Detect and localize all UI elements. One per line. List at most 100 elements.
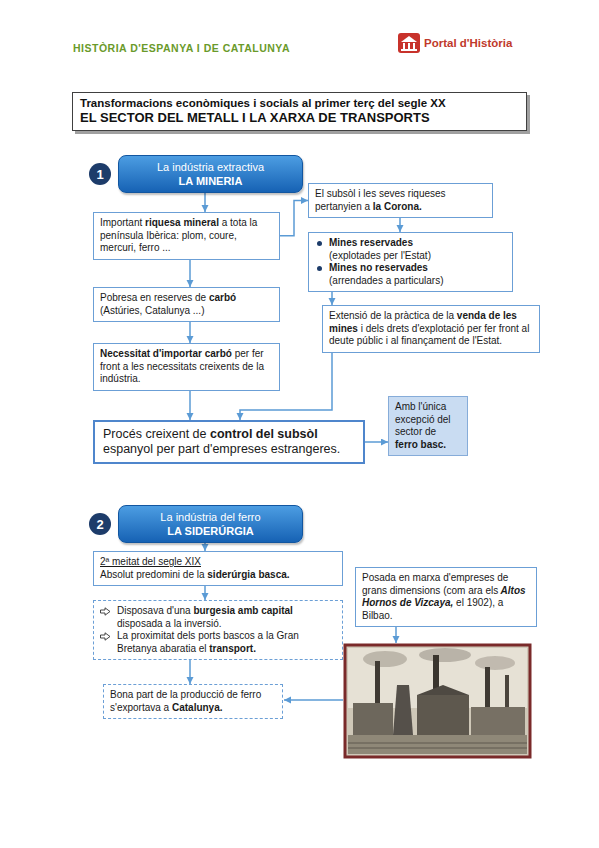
text-run: La indústria del ferro <box>160 511 260 523</box>
photo-smoke <box>363 651 407 667</box>
connector-arrow <box>204 586 206 600</box>
text-run: Disposava d'una <box>117 605 191 616</box>
arrow-bullet <box>100 607 111 616</box>
bold-run: burgesia amb capital <box>191 605 293 616</box>
photo-frame <box>345 645 530 757</box>
node-text: Mines no reservades (arrendades a partic… <box>329 262 444 287</box>
text-run: 2ª meitat del segle XIX <box>100 556 201 567</box>
text-run: HISTÒRIA D'ESPANYA I DE CATALUNYA <box>73 42 290 54</box>
logo-roof <box>401 36 417 42</box>
connector-arrow <box>204 543 206 551</box>
photo-roof <box>417 685 469 695</box>
node-text: Pobresa en reserves de carbó (Astúries, … <box>100 292 273 317</box>
connector-arrow <box>189 660 191 684</box>
process-box: El subsòl i les seves riqueses pertanyie… <box>308 183 493 218</box>
process-box: Pobresa en reserves de carbó (Astúries, … <box>93 287 280 322</box>
process-box: 2ª meitat del segle XIX Absolut predomini… <box>93 551 343 586</box>
bullet-dot <box>317 266 322 271</box>
text-run: Extensió de la pràctica de la <box>329 310 454 321</box>
text-run: 1 <box>96 167 103 182</box>
bullet-row: Disposava d'una burgesia amb capital dis… <box>100 605 336 630</box>
connector-arrow <box>331 292 333 305</box>
node-text: El subsòl i les seves riqueses pertanyie… <box>315 188 486 213</box>
text-run: Procés creixent de <box>103 427 207 441</box>
text-run: Absolut predomini de la <box>100 569 205 580</box>
text-run: (Astúries, Catalunya ...) <box>100 305 204 316</box>
text-run: EL SECTOR DEL METALL I LA XARXA DE TRANS… <box>80 110 430 125</box>
logo-column <box>403 43 405 49</box>
connector-arrow <box>189 322 191 343</box>
callout-number: 1 <box>89 163 111 185</box>
node-text: Bona part de la producció de ferro s'exp… <box>110 689 276 714</box>
bold-run: carbó <box>206 292 236 303</box>
bold-run: Catalunya. <box>169 702 222 713</box>
node-text: 2ª meitat del segle XIX <box>100 556 336 569</box>
node-text: La indústria extractiva <box>119 160 302 174</box>
bullet-box: Disposava d'una burgesia amb capital dis… <box>93 600 343 660</box>
process-box: Extensió de la pràctica de la venda de l… <box>322 305 540 353</box>
node-text: 2 <box>96 517 103 532</box>
label-text: HISTÒRIA D'ESPANYA I DE CATALUNYA <box>73 42 290 54</box>
result-box: Procés creixent de control del subsòl es… <box>93 420 365 464</box>
text-run: disposada a la inversió. <box>117 618 222 629</box>
bullet-row: Mines reservades (explotades per l'Estat… <box>315 237 506 262</box>
text-run: espanyol per part d'empreses estrangeres… <box>103 442 340 456</box>
bold-run: la Corona. <box>370 201 422 212</box>
connector-arrow <box>204 193 206 212</box>
photo-rail <box>348 743 527 744</box>
photo-smoke <box>475 656 515 670</box>
node-text: LA MINERIA <box>119 174 302 188</box>
connector-arrow <box>280 201 308 236</box>
process-box: Posada en marxa d'empreses de grans dime… <box>355 567 537 627</box>
logo-icon <box>398 33 420 53</box>
photo-rail <box>348 748 527 749</box>
node-text: Procés creixent de control del subsòl es… <box>103 427 355 457</box>
connector-arrow <box>189 260 191 288</box>
title-box: Transformacions econòmiques i socials al… <box>72 92 527 131</box>
logo-label: Portal d'Història <box>424 37 512 49</box>
text-run: Transformacions econòmiques i socials al… <box>80 97 446 109</box>
bold-run: siderúrgia basca. <box>205 569 290 580</box>
bold-run: riquesa mineral <box>142 217 219 228</box>
text-run: Amb l'única excepció del sector de <box>395 401 451 437</box>
photo-building <box>353 703 393 737</box>
node-text: Disposava d'una burgesia amb capital dis… <box>117 605 336 630</box>
photo-chimney <box>505 675 509 710</box>
photo-building <box>417 695 469 737</box>
bold-run: LA MINERIA <box>179 175 243 187</box>
bold-run: ferro basc. <box>395 439 446 450</box>
text-run: i dels drets d'explotació per fer front … <box>329 323 529 347</box>
node-text: LA SIDERÚRGIA <box>119 524 302 538</box>
callout-number: 2 <box>89 513 111 535</box>
logo-ground <box>398 33 420 53</box>
node-text: Mines reservades (explotades per l'Estat… <box>329 237 431 262</box>
connector-arrow <box>189 391 191 421</box>
photo-building <box>471 707 525 737</box>
bold-run: transport. <box>207 643 256 654</box>
arrow-bullet-shape <box>101 608 111 615</box>
text-run: La indústria extractiva <box>157 161 264 173</box>
bold-run: Mines no reservades <box>329 262 428 273</box>
factory-photo <box>345 645 530 757</box>
bold-run: Necessitat d'importar carbó <box>100 348 232 359</box>
logo-base <box>401 49 417 51</box>
logo-column <box>413 43 415 49</box>
header-label: HISTÒRIA D'ESPANYA I DE CATALUNYA <box>73 42 290 54</box>
bold-run: control del subsòl <box>207 427 318 441</box>
node-text: Transformacions econòmiques i socials al… <box>80 96 519 110</box>
node-text: Amb l'única excepció del sector de ferro… <box>395 401 461 451</box>
bullet-row: La proximitat dels ports bascos a la Gra… <box>100 630 336 655</box>
node-text: EL SECTOR DEL METALL I LA XARXA DE TRANS… <box>80 110 519 126</box>
photo-ground <box>348 735 527 754</box>
bullet-row: Mines no reservades (arrendades a partic… <box>315 262 506 287</box>
process-box: Important riquesa mineral a tota la pení… <box>93 212 280 260</box>
node-text: Posada en marxa d'empreses de grans dime… <box>362 572 530 622</box>
photo-chimney <box>375 661 380 707</box>
node-text: Necessitat d'importar carbó per fer fron… <box>100 348 273 386</box>
photo-smoke <box>419 648 471 662</box>
text-run: Portal d'Història <box>424 37 512 49</box>
text-run: Pobresa en reserves de <box>100 292 206 303</box>
node-text: La proximitat dels ports bascos a la Gra… <box>117 630 336 655</box>
